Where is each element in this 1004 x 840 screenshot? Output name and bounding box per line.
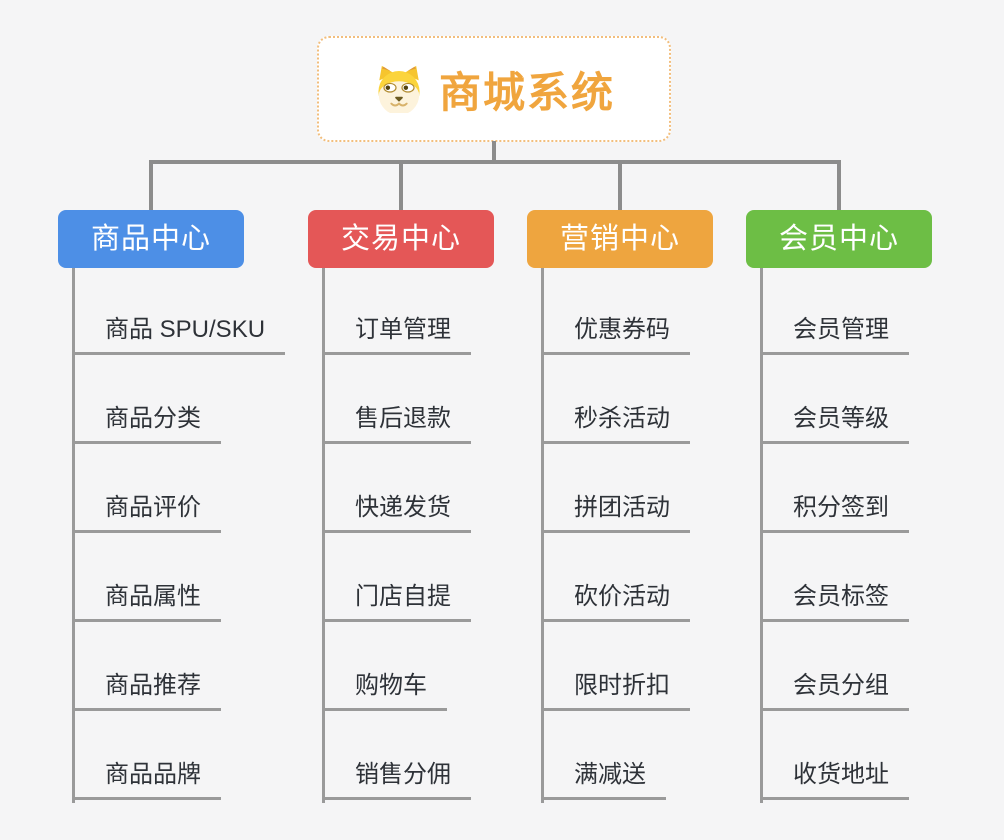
root-title: 商城系统 (438, 68, 615, 116)
connector-stub (149, 160, 153, 211)
leaf-node[interactable]: 商品 SPU/SKU (72, 315, 286, 355)
leaf-node[interactable]: 销售分佣 (322, 760, 471, 800)
leaf-node[interactable]: 门店自提 (322, 582, 471, 622)
leaf-node[interactable]: 会员标签 (760, 582, 909, 622)
leaf-node[interactable]: 优惠券码 (541, 315, 690, 355)
connector-root-trunk (492, 141, 496, 162)
leaf-node[interactable]: 购物车 (322, 671, 447, 711)
branch-node-trade-center[interactable]: 交易中心 (308, 210, 494, 268)
branch-node-marketing-center[interactable]: 营销中心 (527, 210, 713, 268)
leaf-node[interactable]: 拼团活动 (541, 493, 690, 533)
leaf-node[interactable]: 商品评价 (72, 493, 221, 533)
leaf-node[interactable]: 会员等级 (760, 404, 909, 444)
leaf-node[interactable]: 订单管理 (322, 315, 471, 355)
leaf-node[interactable]: 商品属性 (72, 582, 221, 622)
leaf-node[interactable]: 商品推荐 (72, 671, 221, 711)
branch-trunk-line (72, 268, 75, 803)
connector-stub (399, 160, 403, 211)
leaf-node[interactable]: 商品分类 (72, 404, 221, 444)
leaf-node[interactable]: 限时折扣 (541, 671, 690, 711)
leaf-node[interactable]: 积分签到 (760, 493, 909, 533)
shiba-dog-icon (373, 65, 425, 113)
branch-node-member-center[interactable]: 会员中心 (746, 210, 932, 268)
leaf-node[interactable]: 商品品牌 (72, 760, 221, 800)
connector-horizontal-bar (149, 160, 841, 164)
leaf-node[interactable]: 砍价活动 (541, 582, 690, 622)
connector-stub (618, 160, 622, 211)
leaf-node[interactable]: 满减送 (541, 760, 666, 800)
leaf-node[interactable]: 会员管理 (760, 315, 909, 355)
leaf-node[interactable]: 收货地址 (760, 760, 909, 800)
branch-trunk-line (541, 268, 544, 803)
connector-stub (837, 160, 841, 211)
branch-trunk-line (760, 268, 763, 803)
leaf-node[interactable]: 会员分组 (760, 671, 909, 711)
leaf-node[interactable]: 秒杀活动 (541, 404, 690, 444)
branch-trunk-line (322, 268, 325, 803)
root-node[interactable]: 商城系统 (317, 36, 671, 142)
branch-node-product-center[interactable]: 商品中心 (58, 210, 244, 268)
leaf-node[interactable]: 快递发货 (322, 493, 471, 533)
leaf-node[interactable]: 售后退款 (322, 404, 471, 444)
